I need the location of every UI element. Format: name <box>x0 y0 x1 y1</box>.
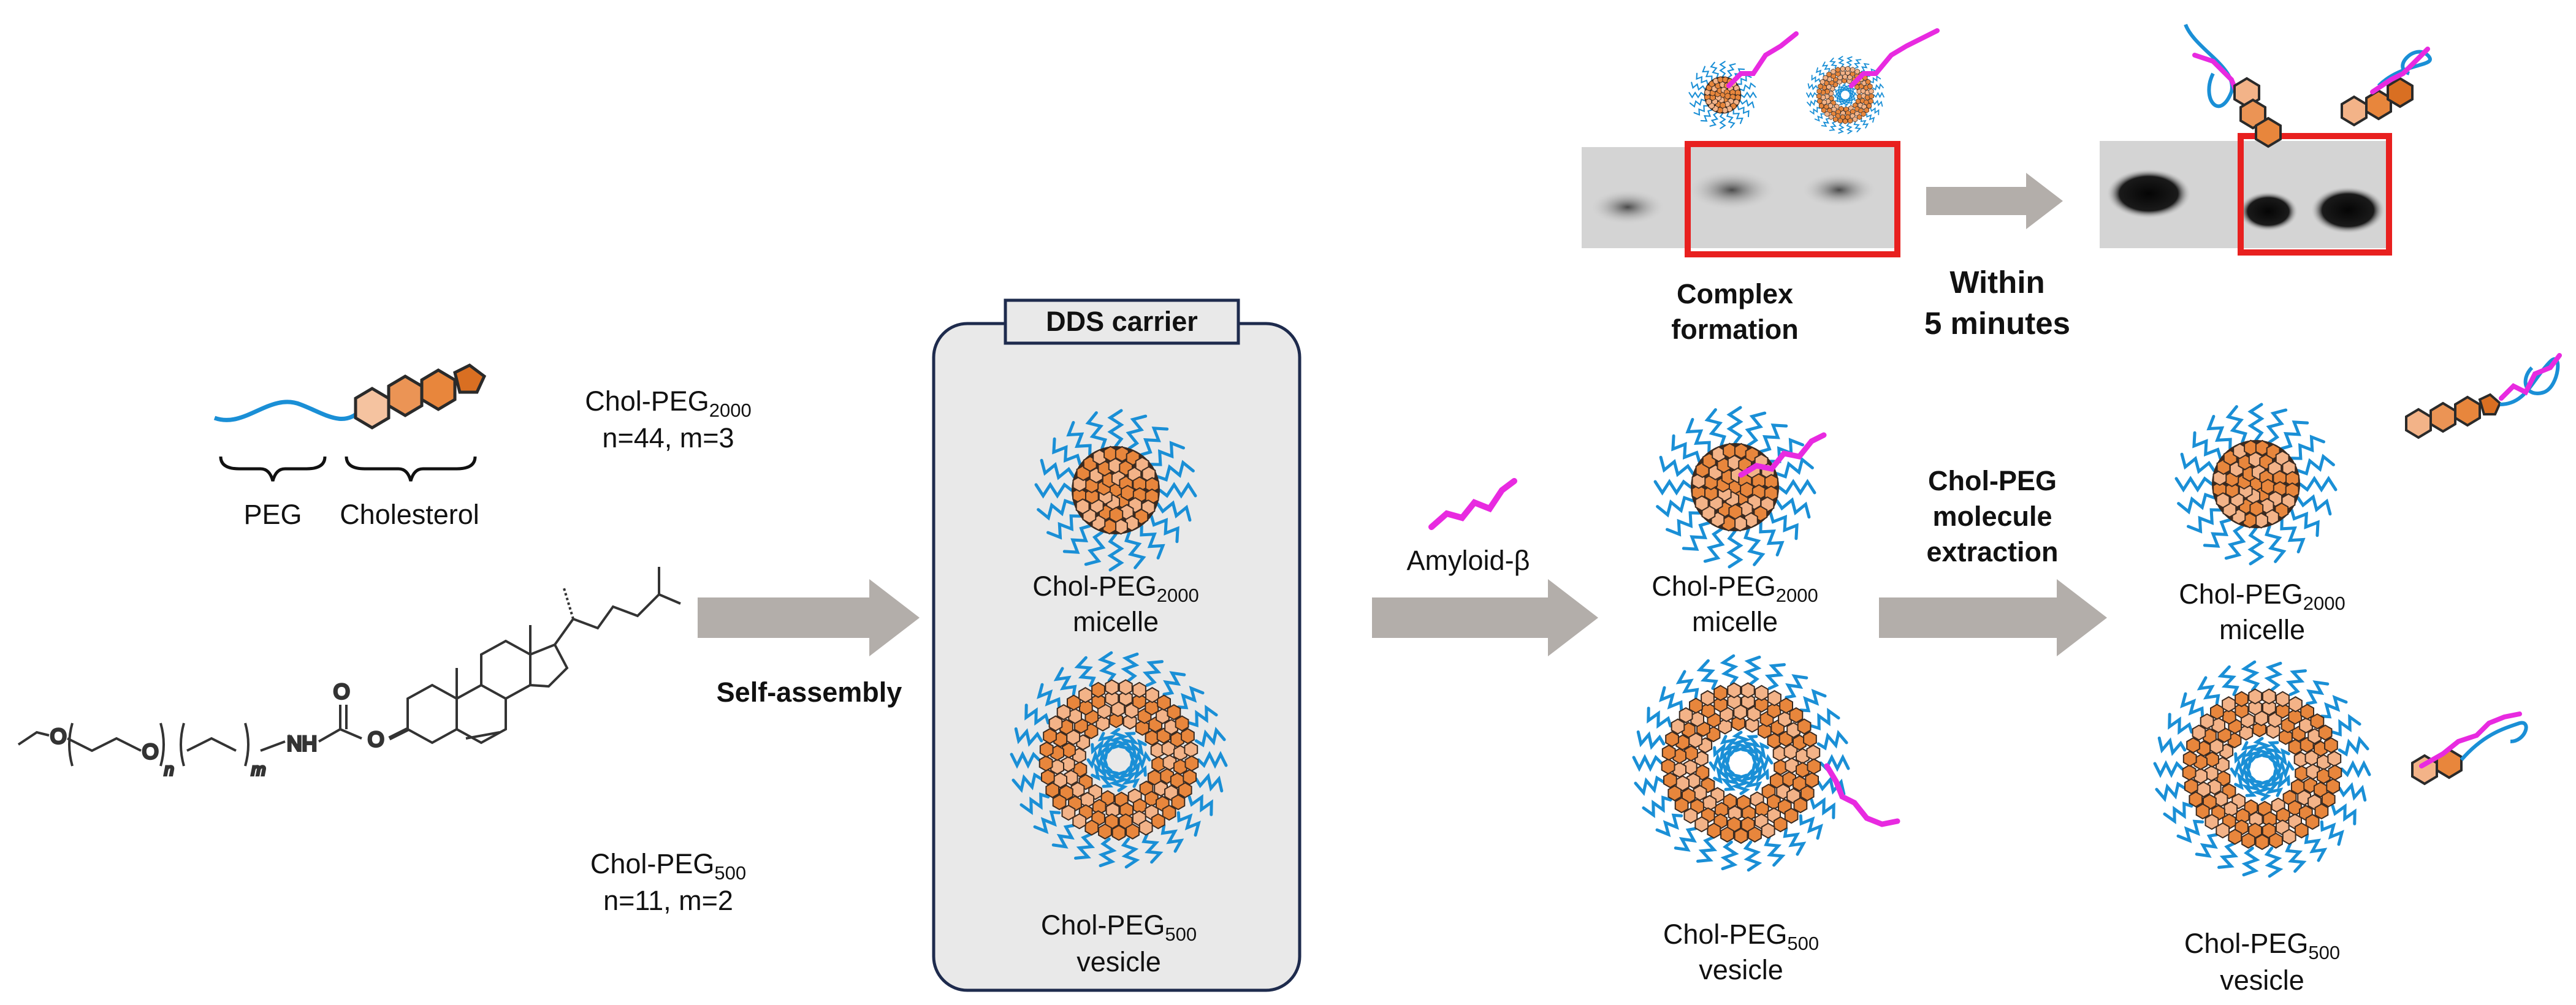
extraction-line-1: Chol-PEG <box>1928 465 2057 496</box>
nh-atom: NH <box>287 732 317 756</box>
peg500-name: Chol-PEG <box>590 848 715 879</box>
m-subscript: m <box>251 760 265 779</box>
amyloid-arrow <box>1372 579 1598 656</box>
cholesterol-rings <box>354 363 487 430</box>
n-subscript: n <box>164 760 174 779</box>
ester-oxygen: O <box>368 728 384 751</box>
micelle-after-label: micelle <box>2219 614 2305 645</box>
peg-brace <box>219 456 327 482</box>
peg500-params: n=11, m=2 <box>603 885 733 916</box>
gel-after <box>2100 133 2392 256</box>
amyloid-label: Amyloid-β <box>1407 545 1530 576</box>
micelle-after <box>2174 403 2338 566</box>
dds-carrier-title: DDS carrier <box>1046 306 1198 337</box>
extraction-line-2: molecule <box>1932 501 2052 532</box>
svg-text:Chol-PEG500: Chol-PEG500 <box>590 848 746 884</box>
gel-icon-amyloid-1 <box>1726 31 1799 88</box>
gel-icon-vesicle <box>1806 56 1884 134</box>
gel-band-1 <box>1591 190 1664 224</box>
vesicle-name: Chol-PEG <box>1041 909 1165 941</box>
peg-label: PEG <box>243 499 302 530</box>
svg-text:Chol-PEG500: Chol-PEG500 <box>1663 919 1819 954</box>
micelle-carrier <box>1034 409 1197 572</box>
within-line-1: Within <box>1949 265 2044 300</box>
peg500-subscript: 500 <box>714 862 746 884</box>
peg-chain <box>213 400 364 422</box>
peg2000-name: Chol-PEG <box>585 385 709 417</box>
vesicle-after <box>2153 660 2371 878</box>
molecule-schematic: PEG Cholesterol <box>213 363 487 530</box>
micelle-complex-label: micelle <box>1692 606 1778 637</box>
gel-highlight-box-2 <box>2238 133 2392 256</box>
amyloid-bound-micelle <box>1738 432 1827 478</box>
dds-carrier-box: DDS carrier <box>932 298 1301 992</box>
gel-highlight-box-1 <box>1685 141 1900 257</box>
oxygen-atom-2: O <box>142 740 158 764</box>
svg-text:Chol-PEG2000: Chol-PEG2000 <box>585 385 752 421</box>
micelle-complex <box>1653 406 1816 569</box>
gel-icon-amyloid-2 <box>1849 28 1940 88</box>
gel-after-icon-2 <box>2341 47 2432 127</box>
extraction-arrow <box>1879 579 2107 656</box>
complex-formation-line-1: Complex <box>1677 278 1793 309</box>
gel-band-6 <box>2311 187 2385 233</box>
extracted-complex-2 <box>2411 711 2528 786</box>
complex-formation-line-2: formation <box>1671 314 1799 345</box>
amyloid-bound-vesicle <box>1824 763 1900 827</box>
vesicle-after-label: vesicle <box>2220 965 2304 996</box>
gel-band-4 <box>2107 169 2190 218</box>
micelle-name: Chol-PEG <box>1032 571 1157 602</box>
amyloid-peptide-icon <box>1428 478 1517 530</box>
carbonyl-oxygen: O <box>333 680 349 704</box>
svg-text:Chol-PEG2000: Chol-PEG2000 <box>2179 578 2345 614</box>
gel-band-3 <box>1802 173 1876 207</box>
svg-text:Chol-PEG2000: Chol-PEG2000 <box>1032 571 1199 606</box>
svg-text:Chol-PEG500: Chol-PEG500 <box>2184 928 2340 963</box>
gel-band-5 <box>2239 192 2298 231</box>
svg-text:Chol-PEG2000: Chol-PEG2000 <box>1652 571 1818 606</box>
oxygen-atom-1: O <box>50 725 66 748</box>
vesicle-label: vesicle <box>1077 946 1161 977</box>
within-arrow <box>1926 173 2063 229</box>
self-assembly-arrow <box>698 579 920 656</box>
gel-after-icon-1 <box>2184 23 2282 148</box>
within-line-2: 5 minutes <box>1924 306 2070 341</box>
micelle-label: micelle <box>1073 606 1159 637</box>
chemical-structure: O O n m NH O O <box>17 567 681 780</box>
peg2000-subscript: 2000 <box>709 400 752 421</box>
vesicle-carrier <box>1010 651 1228 869</box>
svg-text:Chol-PEG500: Chol-PEG500 <box>1041 909 1197 945</box>
self-assembly-label: Self-assembly <box>717 677 902 708</box>
extraction-line-3: extraction <box>1926 536 2058 567</box>
cholesterol-brace <box>345 456 477 482</box>
gel-before <box>1582 141 1900 257</box>
gel-band-2 <box>1689 170 1775 210</box>
peg2000-params: n=44, m=3 <box>602 422 734 453</box>
variant-peg500-label: Chol-PEG500 n=11, m=2 <box>590 848 746 916</box>
variant-peg2000-label: Chol-PEG2000 n=44, m=3 <box>585 385 752 453</box>
cholesterol-label: Cholesterol <box>340 499 479 530</box>
vesicle-complex-label: vesicle <box>1699 954 1783 985</box>
extracted-complex-1 <box>2405 353 2562 439</box>
vesicle-complex <box>1632 654 1850 872</box>
